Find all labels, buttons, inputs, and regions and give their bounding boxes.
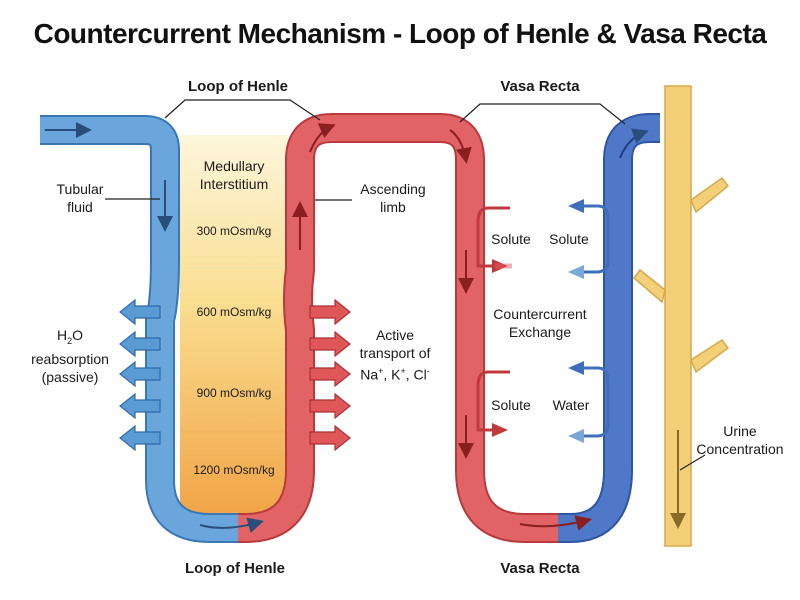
countercurrent-line-1: Countercurrent — [493, 306, 587, 322]
loop-bottom-flow-arrow — [199, 517, 264, 533]
interstitium-line-1: Medullary — [203, 158, 265, 174]
ascending-line-2: limb — [380, 199, 406, 215]
h2o-formula: H2O — [20, 326, 120, 350]
solute-label-lower: Solute — [491, 397, 531, 413]
solute-label-upper-right: Solute — [549, 231, 589, 247]
countercurrent-exchange-label: Countercurrent Exchange — [480, 305, 600, 341]
active-line-2: transport of — [359, 345, 431, 361]
osmolarity-600-label: 600 mOsm/kg — [196, 305, 272, 319]
h2o-subscript: 2 — [67, 335, 73, 346]
chloride-charge: - — [426, 366, 430, 376]
medullary-interstitium-label: Medullary Interstitium — [180, 157, 288, 193]
urine-line-2: Concentration — [696, 441, 784, 457]
h2o-reabsorption-label: H2O reabsorption (passive) — [20, 326, 120, 386]
top-bend-flow-arrow — [309, 123, 336, 153]
ion-list: Na+, K+, Cl- — [345, 362, 445, 384]
diagram-title: Countercurrent Mechanism - Loop of Henle… — [33, 18, 767, 49]
active-transport-label: Active transport of Na+, K+, Cl- — [345, 326, 445, 384]
urine-leader — [679, 454, 706, 471]
osmolarity-300-label: 300 mOsm/kg — [196, 224, 272, 238]
tubular-fluid-line-2: fluid — [67, 199, 93, 215]
loop-henle-bracket — [164, 99, 321, 121]
ascending-limb — [238, 115, 560, 541]
vasa-top-flow-arrow — [449, 129, 472, 164]
leader-lines — [105, 99, 706, 471]
water-label: Water — [552, 397, 590, 413]
sodium-charge: + — [378, 366, 384, 376]
ion-sep-1: , — [383, 366, 392, 383]
osmolarity-1200-label: 1200 mOsm/kg — [193, 463, 275, 477]
vasa-recta-bracket — [459, 103, 626, 125]
urine-line-1: Urine — [723, 423, 757, 439]
active-line-1: Active — [375, 327, 415, 343]
descending-limb — [40, 117, 240, 541]
reabsorption-line: reabsorption — [31, 350, 109, 367]
h2o-o: O — [72, 327, 84, 343]
sodium: Na — [360, 366, 379, 383]
potassium-charge: + — [400, 366, 406, 376]
h2o-arrows — [119, 298, 161, 452]
vasa-bottom-flow-arrow — [519, 515, 592, 531]
interstitium-line-2: Interstitium — [199, 176, 269, 192]
chloride: Cl — [413, 366, 427, 383]
osmolarity-900-label: 900 mOsm/kg — [196, 386, 272, 400]
loop-of-henle-bottom-label: Loop of Henle — [185, 560, 285, 577]
vasa-ascending-flow-arrow — [619, 128, 649, 159]
solute-label-upper-left: Solute — [491, 231, 531, 247]
vasa-recta-top-label: Vasa Recta — [500, 78, 580, 95]
ascending-line-1: Ascending — [360, 181, 426, 197]
passive-line: (passive) — [41, 368, 99, 385]
h2o-h: H — [56, 327, 68, 343]
countercurrent-line-2: Exchange — [508, 324, 572, 340]
ascending-limb-label: Ascending limb — [348, 180, 438, 216]
vasa-recta-bottom-label: Vasa Recta — [500, 560, 580, 577]
tubular-fluid-label: Tubular fluid — [40, 180, 120, 216]
collecting-duct — [632, 85, 730, 547]
ion-sep-2: , — [405, 366, 414, 383]
urine-concentration-label: Urine Concentration — [690, 422, 790, 458]
exchange-arrows — [458, 199, 610, 459]
potassium: K — [391, 366, 401, 383]
medullary-interstitium — [180, 135, 288, 515]
loop-of-henle-top-label: Loop of Henle — [188, 78, 288, 95]
tubular-fluid-line-1: Tubular — [56, 181, 104, 197]
active-transport-arrows — [309, 298, 351, 452]
